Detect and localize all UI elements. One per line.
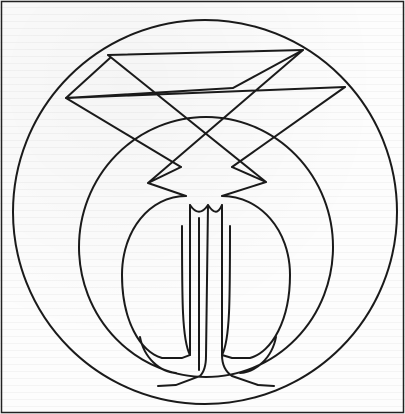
left-stem-inner (182, 226, 190, 355)
crossing-stroke-left (108, 55, 266, 182)
outer-circle (13, 20, 397, 404)
left-inner-lobe (122, 196, 190, 358)
diamond-right (222, 167, 266, 196)
right-stem-inner (222, 226, 230, 355)
outer-stroke-left (66, 98, 181, 167)
outer-stroke-right (232, 87, 345, 167)
diamond-left (148, 167, 186, 196)
crossing-stroke-right (148, 50, 303, 183)
right-inner-lobe (222, 196, 290, 358)
